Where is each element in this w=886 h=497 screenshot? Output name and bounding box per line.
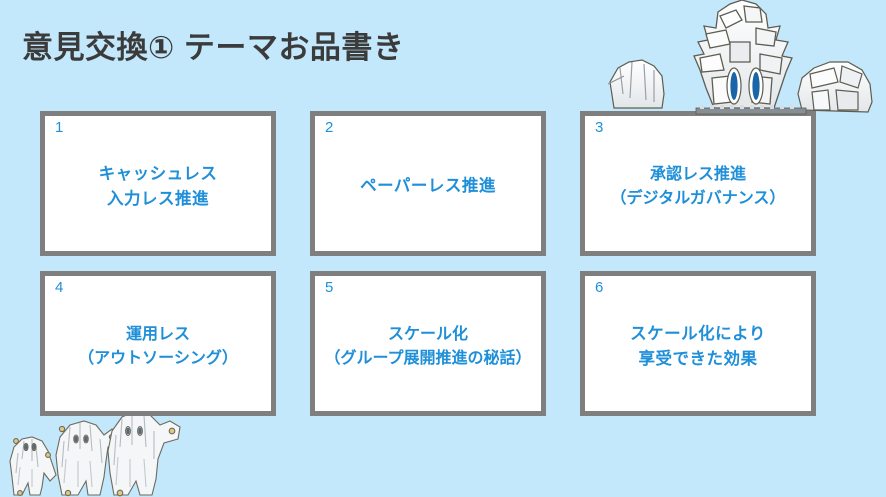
theme-card-6[interactable]: 6 スケール化により 享受できた効果 xyxy=(580,271,816,416)
snow-covered-tree-illustration xyxy=(596,0,886,118)
card-number: 4 xyxy=(55,279,64,296)
theme-cards-grid: 1 キャッシュレス 入力レス推進 2 ペーパーレス推進 3 承認レス推進 （デジ… xyxy=(40,111,816,416)
card-title: スケール化により 享受できた効果 xyxy=(630,324,766,368)
page-title: 意見交換① テーマお品書き xyxy=(22,30,405,65)
card-number: 6 xyxy=(595,279,604,296)
theme-card-3[interactable]: 3 承認レス推進 （デジタルガバナンス） xyxy=(580,111,816,256)
card-number: 5 xyxy=(325,279,334,296)
card-title: 承認レス推進 （デジタルガバナンス） xyxy=(610,165,786,207)
card-number: 1 xyxy=(55,119,64,136)
card-number: 2 xyxy=(325,119,334,136)
theme-card-1[interactable]: 1 キャッシュレス 入力レス推進 xyxy=(40,111,276,256)
theme-card-2[interactable]: 2 ペーパーレス推進 xyxy=(310,111,546,256)
card-title: 運用レス （アウトソーシング） xyxy=(78,325,238,367)
card-title: キャッシュレス 入力レス推進 xyxy=(98,164,218,208)
card-title: ペーパーレス推進 xyxy=(360,177,496,196)
card-number: 3 xyxy=(595,119,604,136)
card-title: スケール化 （グループ展開推進の秘話） xyxy=(324,325,532,367)
theme-card-5[interactable]: 5 スケール化 （グループ展開推進の秘話） xyxy=(310,271,546,416)
theme-card-4[interactable]: 4 運用レス （アウトソーシング） xyxy=(40,271,276,416)
